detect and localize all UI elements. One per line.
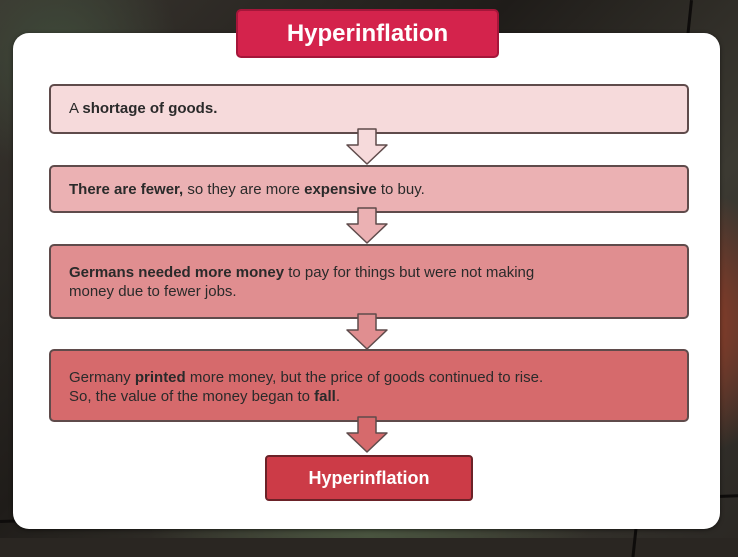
step-text-line: A shortage of goods. <box>69 99 669 118</box>
down-arrow-icon <box>345 416 389 454</box>
step-text-bold: expensive <box>304 181 377 198</box>
step-text-line: So, the value of the money began to fall… <box>69 387 669 406</box>
step-2-box: There are fewer, so they are more expens… <box>49 165 689 213</box>
step-text: So, the value of the money began to <box>69 388 315 405</box>
result-box: Hyperinflation <box>265 455 473 501</box>
step-text-line: Germans needed more money to pay for thi… <box>69 263 669 282</box>
step-text-line: Germany printed more money, but the pric… <box>69 368 669 387</box>
down-arrow-icon <box>345 207 389 245</box>
step-text-bold: shortage of goods. <box>82 100 218 117</box>
step-text: more money, but the price of goods conti… <box>185 369 544 386</box>
step-text: money due to fewer jobs. <box>69 283 237 300</box>
step-text: to pay for things but were not making <box>284 264 535 281</box>
step-text-bold: printed <box>134 369 186 386</box>
step-text: Germany <box>69 369 135 386</box>
step-text-bold: Germans needed more money <box>69 264 285 281</box>
down-arrow-icon <box>345 313 389 351</box>
step-text-bold: There are fewer, <box>69 181 184 198</box>
step-text: so they are more <box>183 181 305 198</box>
step-3-box: Germans needed more money to pay for thi… <box>49 244 689 319</box>
step-4-box: Germany printed more money, but the pric… <box>49 349 689 422</box>
step-text: A <box>69 100 83 117</box>
step-text: . <box>335 388 341 405</box>
step-text-line: There are fewer, so they are more expens… <box>69 180 669 199</box>
down-arrow-icon <box>345 128 389 166</box>
step-text-bold: fall <box>314 388 336 405</box>
title-badge: Hyperinflation <box>236 9 499 58</box>
step-text-line: money due to fewer jobs. <box>69 282 669 301</box>
step-text: to buy. <box>376 181 425 198</box>
step-1-box: A shortage of goods. <box>49 84 689 134</box>
